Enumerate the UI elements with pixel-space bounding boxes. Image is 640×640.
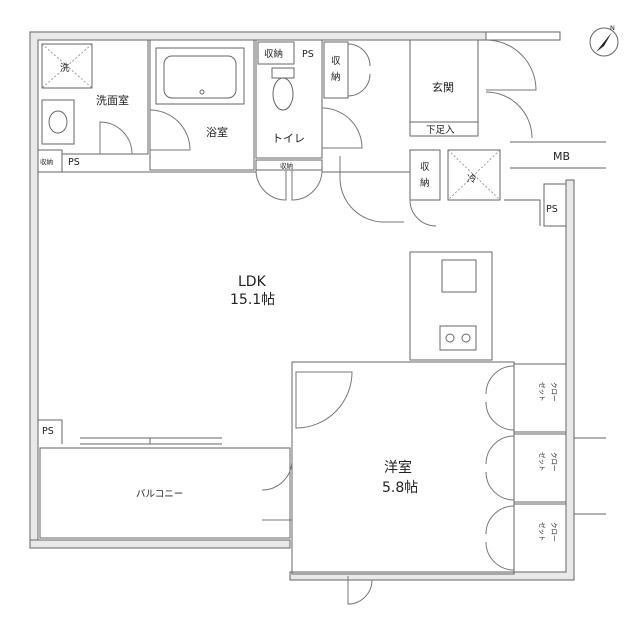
bathtub-inner (163, 55, 237, 99)
ps-right-box (543, 183, 567, 227)
burner-right (461, 333, 471, 343)
storage-right-char-2: 納 (331, 71, 341, 83)
ps-toilet: PS (302, 49, 314, 60)
western-name: 洋室 (384, 459, 412, 476)
mb-label: MB (553, 150, 570, 163)
ldk-name: LDK (238, 274, 267, 290)
toilet-bowl (272, 77, 294, 111)
closet-doors (485, 365, 515, 571)
storage-lower-char-1: 収 (420, 161, 430, 173)
right-ledge (510, 141, 606, 169)
hall-door (339, 156, 404, 223)
entrance-door-lower (485, 91, 533, 139)
svg-text:クロー: クロー (550, 382, 558, 402)
ldk-size: 15.1帖 (230, 292, 275, 308)
toilet-tank (271, 67, 295, 79)
drain (199, 89, 205, 95)
balcony-window (80, 437, 222, 445)
toilet-storage-label: 収納 (264, 48, 283, 60)
washroom-area (37, 39, 149, 155)
svg-text:ゼット: ゼット (538, 452, 547, 472)
closet-3 (513, 503, 567, 573)
under-toilet-storage (255, 159, 323, 171)
toilet-area (255, 39, 323, 159)
svg-text:ゼット: ゼット (538, 382, 547, 402)
fridge-label: 冷 (467, 173, 477, 185)
toilet-door (321, 107, 363, 149)
exterior-ticks (574, 437, 606, 515)
ps-ldk-box (38, 419, 63, 444)
toilet-storage (257, 41, 295, 65)
svg-text:N: N (610, 24, 615, 32)
washer-cross (41, 43, 93, 89)
bathroom-area (149, 39, 255, 171)
washroom-label: 洗面室 (96, 93, 129, 107)
balcony-label: バルコニー (136, 489, 183, 500)
washer-label: 洗 (60, 62, 70, 74)
shoe-box-label: 下足入 (426, 125, 455, 136)
bath-door (149, 109, 191, 151)
fridge-cross (447, 149, 501, 201)
storage-right (323, 41, 349, 99)
closet-1-label: クロー ゼット (538, 382, 558, 402)
western-window-door (261, 459, 293, 521)
storage-right-char-1: 収 (331, 55, 341, 67)
storage-lower-door (409, 199, 437, 227)
storage-lower-char-2: 納 (420, 177, 430, 189)
ps-washroom: PS (68, 157, 80, 168)
svg-text:クロー: クロー (550, 522, 558, 542)
closet-2 (513, 433, 567, 503)
outer-wall-bottom (29, 539, 291, 549)
under-toilet-doors (255, 169, 323, 201)
bath-label: 浴室 (206, 125, 228, 139)
storage-left-label: 収納 (40, 157, 53, 166)
ldk-wall (38, 171, 541, 226)
entrance-label: 玄関 (432, 80, 454, 94)
closet-2-label: クロー ゼット (538, 452, 558, 472)
western-room-door (295, 371, 353, 429)
washroom-door (99, 121, 133, 155)
storage-lower (409, 149, 441, 201)
storage-right-doors (347, 43, 371, 97)
closet-1 (513, 363, 567, 433)
toilet-label: トイレ (272, 132, 305, 145)
kitchen-sink (441, 259, 477, 293)
ps-right: PS (546, 204, 558, 215)
compass-icon: N (589, 24, 619, 57)
svg-text:クロー: クロー (550, 452, 558, 472)
top-ledge (486, 31, 561, 41)
bottom-door (347, 576, 373, 605)
balcony-area (39, 447, 291, 539)
shoe-box (409, 121, 479, 137)
entrance-door (485, 39, 537, 91)
kitchen-stove (439, 325, 477, 351)
under-toilet-storage-label: 収納 (280, 161, 293, 170)
western-size: 5.8帖 (382, 480, 418, 496)
svg-text:ゼット: ゼット (538, 522, 547, 542)
ps-ldk: PS (42, 426, 54, 437)
burner-left (445, 333, 455, 343)
sink-basin (48, 110, 68, 134)
closet-3-label: クロー ゼット (538, 522, 558, 542)
